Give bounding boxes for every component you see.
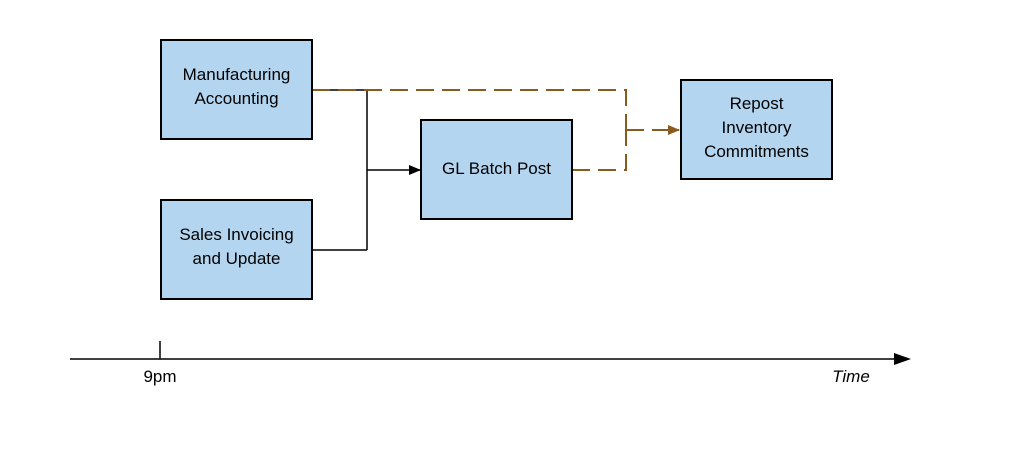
node-label-line: and Update [193, 249, 281, 268]
solid-connectors [312, 89, 421, 251]
node-repost-inventory: Repost Inventory Commitments [680, 79, 833, 180]
node-box [160, 39, 313, 140]
node-label-line: Repost [730, 94, 784, 113]
time-axis-end-label: Time [832, 367, 870, 386]
dashed-connector-manufacturing-to-repost [312, 89, 627, 130]
time-axis-start-label: 9pm [143, 367, 176, 386]
time-axis-arrowhead [894, 353, 911, 365]
node-box [420, 119, 573, 220]
dashed-connector-gl-to-repost [572, 130, 627, 171]
node-label-line: Accounting [194, 89, 278, 108]
node-label-line: Commitments [704, 142, 809, 161]
node-label-line: Manufacturing [183, 65, 291, 84]
node-label-line: Sales Invoicing [179, 225, 293, 244]
node-label-line: Inventory [722, 118, 792, 137]
node-sales-invoicing: Sales Invoicing and Update [160, 199, 313, 300]
time-axis: 9pm Time [70, 341, 911, 386]
node-manufacturing-accounting: Manufacturing Accounting [160, 39, 313, 140]
node-box [680, 79, 833, 180]
node-label-line: GL Batch Post [442, 159, 551, 178]
node-gl-batch-post: GL Batch Post [420, 119, 573, 220]
node-box [160, 199, 313, 300]
dashed-connectors [312, 89, 680, 171]
